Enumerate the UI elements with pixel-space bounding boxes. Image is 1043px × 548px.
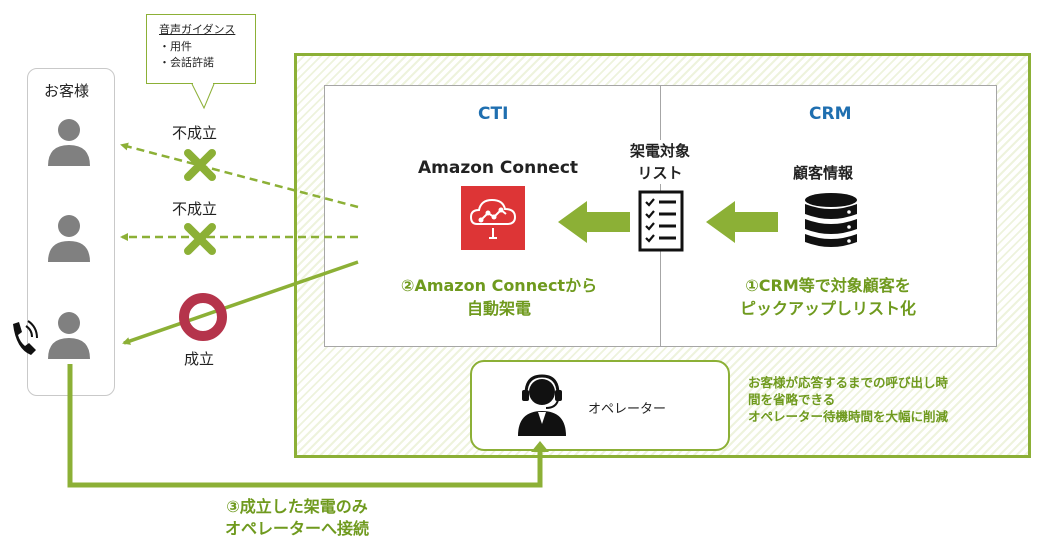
- call-list-line: 架電対象: [629, 142, 690, 160]
- success-call-line: [122, 260, 359, 345]
- callout-tail: [191, 83, 215, 110]
- amazon-connect-label: Amazon Connect: [418, 158, 579, 178]
- crm-step-line: ピックアップしリスト化: [739, 299, 916, 318]
- failed-call-line: [120, 142, 359, 209]
- failed-label: 不成立: [172, 124, 218, 142]
- cti-header: CTI: [478, 104, 509, 124]
- operator-box: [470, 360, 730, 451]
- crm-header: CRM: [809, 104, 852, 124]
- arrow-icon: [558, 201, 630, 243]
- benefit-line: オペレーター待機時間を大幅に削減: [748, 409, 949, 424]
- cross-icon: [184, 149, 216, 181]
- operator-connect-line: [67, 364, 543, 488]
- call-list-label: 架電対象 リスト: [616, 140, 704, 184]
- person-icon: [48, 312, 90, 359]
- operator-label: オペレーター: [588, 402, 667, 417]
- crm-step-line: ①CRM等で対象顧客を: [745, 276, 911, 295]
- connect-step-line: オペレーターへ接続: [224, 519, 369, 538]
- customer-data-label: 顧客情報: [793, 164, 854, 182]
- guidance-item: ・用件: [159, 40, 192, 53]
- crm-step-text: ①CRM等で対象顧客を ピックアップしリスト化: [708, 274, 948, 320]
- cti-step-text: ②Amazon Connectから 自動架電: [374, 274, 624, 320]
- customers-title: お客様: [44, 82, 90, 100]
- cti-step-line: 自動架電: [466, 299, 531, 318]
- person-icon: [48, 119, 90, 166]
- benefit-line: お客様が応答するまでの呼び出し時: [748, 375, 949, 390]
- phone-icon: [13, 320, 38, 355]
- circle-icon: [179, 293, 227, 341]
- guidance-item: ・会話許諾: [159, 56, 214, 69]
- guidance-title: 音声ガイダンス: [159, 23, 236, 36]
- failed-label: 不成立: [172, 200, 218, 218]
- benefit-line: 間を省略できる: [748, 392, 836, 407]
- success-label: 成立: [184, 350, 215, 368]
- arrow-icon: [706, 201, 778, 243]
- benefit-note: お客様が応答するまでの呼び出し時 間を省略できる オペレーター待機時間を大幅に削…: [748, 374, 948, 425]
- person-icon: [48, 215, 90, 262]
- guidance-callout: 音声ガイダンス ・用件 ・会話許諾: [146, 14, 256, 84]
- connect-step-line: ③成立した架電のみ: [226, 497, 368, 516]
- operator-headset-icon: [518, 374, 566, 436]
- cti-step-line: ②Amazon Connectから: [400, 276, 598, 295]
- connect-step-text: ③成立した架電のみ オペレーターへ接続: [192, 496, 402, 540]
- checklist-icon: [638, 190, 684, 252]
- call-list-line: リスト: [637, 164, 683, 182]
- amazon-connect-icon: [461, 186, 525, 250]
- cross-icon: [184, 223, 216, 255]
- database-icon: [805, 193, 857, 247]
